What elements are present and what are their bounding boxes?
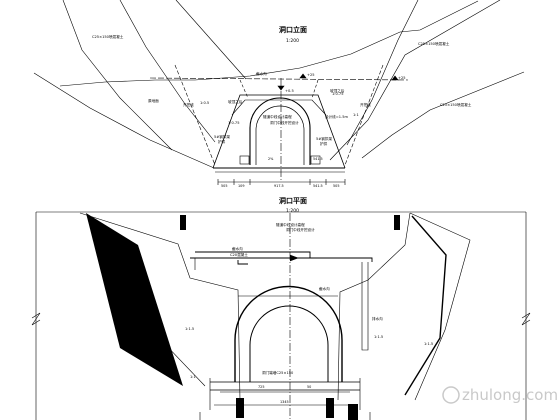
plan-label-center-1: 隧道中线设计高程 [276,222,305,227]
label-slope-right-top: C25×150喷混凝土 [418,41,450,46]
label-slope-right-3: C25×150喷混凝土 [440,102,472,107]
plan-title: 洞口平面 [279,196,307,205]
label-grade-b: 1:0.75 [228,121,240,125]
slope-left-inner [121,237,206,387]
level-marker-mid [277,85,285,91]
elevation-dimension-line [217,179,346,185]
plan-dim-3: 1345 [280,400,289,404]
label-grade-d: 1:0.75 [332,92,344,96]
terrain-right-mid [329,0,501,161]
plan-pillar-left [236,398,244,418]
label-slope-left-1: 原地面 [148,98,159,103]
label-center-left: 隧道中线设计高程 [263,114,292,119]
plan-label-grade-far-right: 1:1.5 [424,342,433,346]
label-portal-right: 5#钢拱架 [316,136,332,141]
label-slope-right-2: 开挖线 [360,102,371,107]
elevation-view [33,0,525,185]
plan-label-center-2: 洞门中线开挖设计 [286,227,315,232]
level-marker-right [299,73,307,79]
watermark: zhulong.com [442,386,558,404]
excavation-dash-top [149,77,409,81]
slope-right-boundary [337,212,411,401]
dim-right-1: 541.5 [313,184,323,188]
terrain-right-top [299,0,479,69]
drain-left [239,155,250,165]
elevation-title: 洞口立面 [279,25,307,34]
label-intercept-ditch: 截水沟 [256,71,267,76]
dim-left-1: 505 [221,184,227,188]
label-portal-left: 5#钢拱架 [214,134,230,139]
plan-block-right [348,404,358,420]
terrain-right-lower [361,71,525,159]
elev-right: 541.5 [313,157,323,161]
plan-view [31,211,531,420]
dim-right-2: 505 [333,184,339,188]
plan-dim-1: 725 [258,385,264,389]
label-slope-right-1: 坡顶之后 [330,88,345,93]
terrain-left-lower [33,72,215,169]
terrain-left-inner [119,0,216,143]
label-level-right: +25 [398,76,406,80]
dim-left-2: 109 [238,184,244,188]
tunnel-arch-inner [255,105,305,165]
plan-intercept-ditch [190,251,311,259]
plan-edge-lines [199,412,371,420]
plan-dim-2: 50 [307,385,311,389]
break-right [521,312,531,326]
dim-mid: 917.5 [274,184,284,188]
watermark-text: zhulong.com [462,386,558,404]
plan-portal-arch-inner [249,305,329,382]
plan-portal-arch-outer [234,285,343,382]
terrain-left-outer [62,0,173,151]
plan-label-grade-right: 1:1.5 [374,335,383,339]
label-portal-left2: 护拱 [218,139,226,144]
plan-frame [35,211,527,420]
plan-bottom-slab [210,381,360,391]
plan-label-ditch-right: 截水沟 [319,286,330,291]
plan-ditch-right [310,257,373,262]
marker-left [180,215,186,230]
tunnel-arch-outer [249,97,311,165]
slope-left-boundary [79,212,241,401]
plan-ditch-arrow-left [237,260,248,265]
plan-label-ditch-1: 截水沟 [232,246,243,251]
level-marker-far-right [391,75,399,81]
plan-scale: 1:200 [286,208,299,214]
label-level-left: +25 [307,73,315,77]
plan-ditch-arrow [289,254,299,262]
slope-right-hatch [404,215,447,396]
portal-wall-outline [212,94,346,169]
slope-right-outer [409,212,471,401]
plan-label-grade-left: 1:1.5 [185,327,194,331]
watermark-logo-icon [442,386,460,404]
marker-right [394,215,400,230]
plan-pillar-right [326,398,334,418]
terrain-left-top [175,0,247,80]
label-slope-left-2: 开挖线 [183,102,194,107]
label-slope-left-top: C25×150喷混凝土 [92,34,124,39]
drain-right [310,155,321,165]
terrain-ridge [59,67,301,87]
elevation-scale: 1:200 [286,38,299,44]
plan-label-ditch-2: C20混凝土 [230,252,248,257]
plan-dimension-ends [209,378,361,410]
break-left [31,312,41,326]
terrain-right-outer [346,0,419,146]
label-grade-a: 1:0.5 [200,101,209,105]
label-portal-right2: 护拱 [320,141,328,146]
label-center-right: 洞门中线开挖设计 [270,120,299,125]
elev-left: 2% [268,157,274,161]
label-level-mid: +0.5 [285,89,294,93]
plan-side-ditch [361,262,369,351]
slope-left-fill [86,213,183,386]
label-slope-left-3: 坡顶之后 [228,99,243,104]
label-grade-c: 1:1 [353,113,359,117]
portal-parapet [231,99,327,116]
plan-label-grade-bottom: 1:1 [190,375,196,379]
label-right-note: 设计线=1.5m [325,114,349,119]
plan-label-side-ditch: 排水沟 [372,316,383,321]
plan-label-bottom-note: 洞门端墙C25×150 [262,370,294,375]
